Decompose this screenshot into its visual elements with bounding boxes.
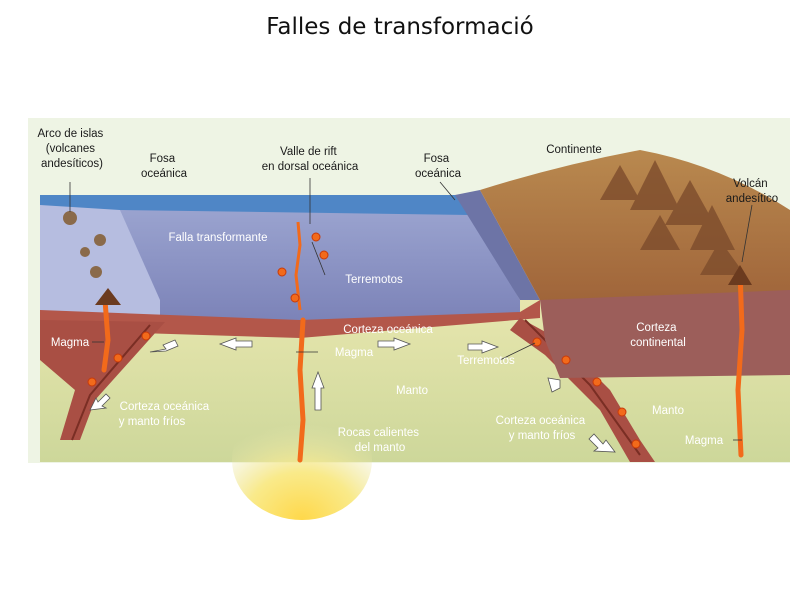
label-volcan: Volcán andesítico xyxy=(726,178,778,205)
label-terremotos-right: Terremotos xyxy=(457,355,515,367)
magma-channels xyxy=(101,267,745,463)
right-trench-slope xyxy=(455,190,540,300)
label-corteza-continental: Corteza continental xyxy=(630,322,686,349)
continental-crust xyxy=(540,290,790,378)
ridge-crack xyxy=(294,221,302,311)
label-falla-transformante: Falla transformante xyxy=(168,232,267,244)
label-magma-right: Magma xyxy=(685,435,724,447)
mantle-flow-arrows xyxy=(89,337,616,453)
volcano-icon-left xyxy=(95,288,121,305)
label-corteza-frios-left: Corteza oceánica y manto fríos xyxy=(119,401,213,428)
label-corteza-oceanica: Corteza oceánica xyxy=(343,324,433,336)
label-terremotos-top: Terremotos xyxy=(345,274,403,286)
label-corteza-frios-right: Corteza oceánica y manto fríos xyxy=(496,415,589,442)
page-title: Falles de transformació xyxy=(266,14,534,40)
label-magma-center: Magma xyxy=(335,347,374,359)
mountain-range xyxy=(600,160,745,275)
label-fosa-left: Fosa oceánica xyxy=(141,153,188,180)
label-fosa-right: Fosa oceánica xyxy=(415,153,462,180)
label-rocas-calientes: Rocas calientes del manto xyxy=(338,427,422,454)
label-magma-left: Magma xyxy=(51,337,90,349)
leader-lines xyxy=(69,178,753,441)
label-valle-rift: Valle de rift en dorsal oceánica xyxy=(262,146,359,173)
ocean-floor xyxy=(120,210,520,320)
island-arc-block xyxy=(40,205,160,320)
oceanic-crust-band xyxy=(40,300,540,338)
label-manto-right: Manto xyxy=(652,405,684,417)
label-manto-center: Manto xyxy=(396,385,428,397)
island-volcanoes xyxy=(63,211,106,278)
label-arco-islas: Arco de islas (volcanes andesíticos) xyxy=(37,128,106,170)
earthquake-markers xyxy=(87,232,641,449)
label-continente: Continente xyxy=(546,144,602,156)
volcano-icon-right xyxy=(728,265,752,285)
